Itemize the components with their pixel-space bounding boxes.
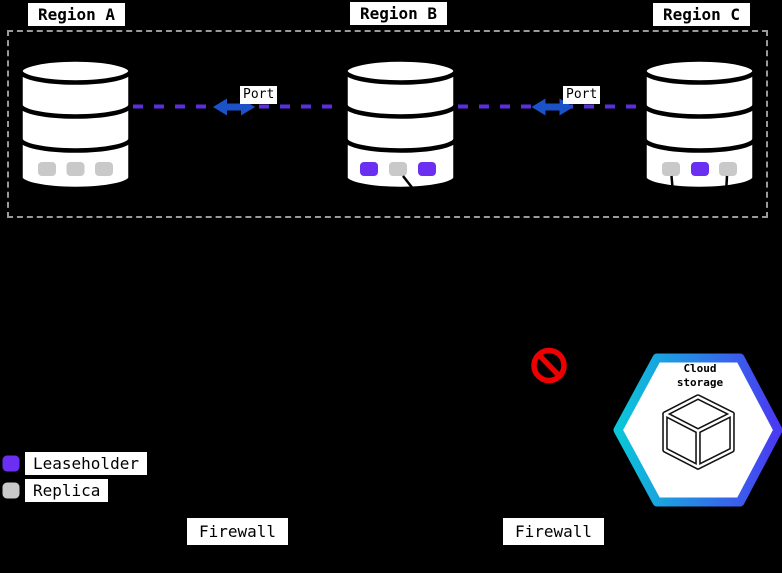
database-icon-region-c [642, 57, 757, 194]
cube-icon [662, 394, 735, 470]
replica-badge [719, 162, 737, 176]
legend-swatch-leaseholder [2, 455, 20, 472]
legend-label-replica: Replica [25, 479, 109, 503]
replica-badge [66, 162, 85, 176]
replica-badge [662, 162, 680, 176]
region-boundary-box [7, 30, 768, 218]
no-entry-slash [537, 353, 562, 378]
region-b-label: Region B [350, 2, 448, 26]
leaseholder-badge [691, 162, 709, 176]
replica-badge [389, 162, 407, 176]
port-label-bc: Port [563, 86, 601, 105]
leaseholder-swatch-rect [2, 455, 20, 472]
replica-badge [38, 162, 56, 176]
port-label-ab: Port [240, 86, 278, 105]
replica-callout-line [724, 175, 729, 194]
firewall-label-2: Firewall [503, 518, 605, 546]
firewall-label-1: Firewall [187, 518, 289, 546]
region-c-label: Region C [653, 3, 751, 27]
leaseholder-badge [418, 162, 436, 176]
no-entry-icon [531, 347, 567, 384]
cloud-storage-hexagon [613, 353, 782, 507]
replica-swatch-rect [2, 482, 20, 499]
replica-callout-line [402, 175, 415, 191]
replica-badge [95, 162, 113, 176]
legend-label-leaseholder: Leaseholder [25, 452, 147, 476]
legend-swatch-replica [2, 482, 20, 499]
cloud-storage-label: Cloud storage [676, 362, 724, 390]
leaseholder-badge [360, 162, 378, 176]
database-icon-region-a [18, 57, 133, 192]
region-a-label: Region A [28, 3, 126, 27]
replica-callout-line [670, 175, 675, 194]
database-icon-region-b [343, 57, 458, 192]
no-entry-circle [531, 347, 567, 384]
